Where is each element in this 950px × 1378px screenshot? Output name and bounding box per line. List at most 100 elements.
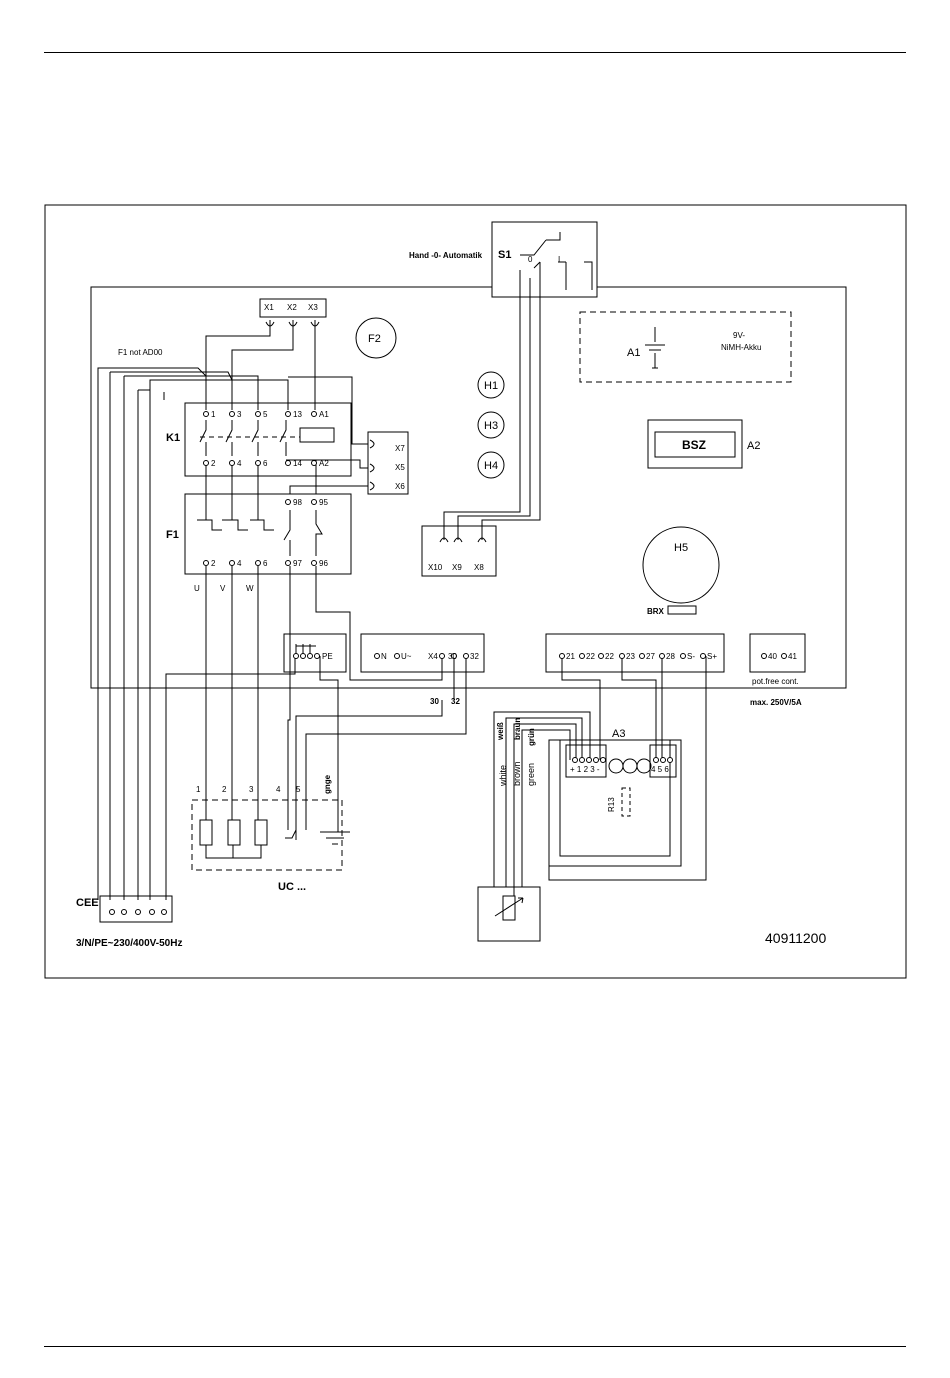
term-40: 40 bbox=[768, 652, 777, 661]
max-rating: max. 250V/5A bbox=[750, 698, 802, 707]
battery-voltage: 9V- bbox=[733, 331, 745, 340]
k1-bot-a2: A2 bbox=[319, 459, 329, 468]
pot-free-block bbox=[749, 633, 806, 673]
cee-label: CEE bbox=[76, 897, 99, 909]
display-label: BSZ bbox=[682, 438, 706, 452]
f1-id: F1 bbox=[166, 529, 179, 541]
f1-bot-96: 96 bbox=[319, 559, 328, 568]
motor-term-4: 4 bbox=[276, 785, 281, 794]
wire-braun: braun bbox=[513, 718, 522, 740]
a3-inner bbox=[559, 739, 671, 857]
mid-terminal-block bbox=[360, 633, 485, 673]
phase-v: V bbox=[220, 584, 226, 593]
term-23: 23 bbox=[626, 652, 635, 661]
wire-white: white bbox=[498, 765, 508, 787]
x-bottom-block bbox=[421, 525, 497, 577]
term-22b: 22 bbox=[605, 652, 614, 661]
horn-h5 bbox=[642, 526, 720, 604]
wire-30: 30 bbox=[430, 697, 439, 706]
doc-number: 40911200 bbox=[765, 930, 826, 946]
wire-weiss: weiß bbox=[496, 722, 505, 741]
motor-term-2: 2 bbox=[222, 785, 227, 794]
a3-left-pins: + 1 2 3 - bbox=[570, 765, 600, 774]
battery-box bbox=[579, 311, 792, 383]
term-s-plus: S+ bbox=[707, 652, 717, 661]
motor-term-1: 1 bbox=[196, 785, 201, 794]
x7-label: X7 bbox=[395, 444, 405, 453]
bsz-display-inner bbox=[654, 431, 736, 458]
x-top-block bbox=[259, 298, 327, 318]
switch-mode-label: Hand -0- Automatik bbox=[409, 251, 483, 260]
a3-right-pins: 4 5 6 bbox=[651, 765, 669, 774]
lamp-h1 bbox=[477, 371, 505, 399]
phase-u: U bbox=[194, 584, 200, 593]
fuse-f2-label: F2 bbox=[368, 333, 381, 345]
phase-w: W bbox=[246, 584, 254, 593]
f1-top-98: 98 bbox=[293, 498, 302, 507]
brx-label: BRX bbox=[647, 607, 665, 616]
x2-label: X2 bbox=[287, 303, 297, 312]
sensor-box bbox=[477, 886, 541, 942]
f1-note: F1 not AD00 bbox=[118, 348, 163, 357]
k1-top-1: 1 bbox=[211, 410, 216, 419]
k1-box bbox=[184, 402, 352, 477]
k1-bot-6: 6 bbox=[263, 459, 268, 468]
lamp-h3 bbox=[477, 411, 505, 439]
k1-bot-2: 2 bbox=[211, 459, 216, 468]
term-s-minus: S- bbox=[687, 652, 695, 661]
k1-bot-14: 14 bbox=[293, 459, 302, 468]
wire-32: 32 bbox=[451, 697, 460, 706]
x1-label: X1 bbox=[264, 303, 274, 312]
term-30: 30 bbox=[448, 652, 457, 661]
k1-bot-4: 4 bbox=[237, 459, 242, 468]
pe-block bbox=[283, 633, 347, 673]
right-terminal-block bbox=[545, 633, 725, 673]
x-side-block bbox=[367, 431, 409, 495]
switch-id: S1 bbox=[498, 249, 511, 261]
diagram-frame bbox=[44, 204, 907, 979]
term-n: N bbox=[381, 652, 387, 661]
k1-coil bbox=[299, 427, 335, 443]
term-22a: 22 bbox=[586, 652, 595, 661]
x3-label: X3 bbox=[308, 303, 318, 312]
lamp-h4 bbox=[477, 451, 505, 479]
x8-label: X8 bbox=[474, 563, 484, 572]
top-rule bbox=[44, 52, 906, 53]
lamp-h3-label: H3 bbox=[484, 420, 498, 432]
motor-gnge: gnge bbox=[323, 774, 332, 794]
switch-box bbox=[491, 221, 598, 298]
f1-bot-97: 97 bbox=[293, 559, 302, 568]
cee-block bbox=[99, 895, 173, 923]
bsz-display-outer bbox=[647, 419, 743, 469]
wire-brown: brown bbox=[512, 761, 522, 786]
wire-green: green bbox=[526, 763, 536, 786]
brx-box bbox=[667, 605, 697, 615]
x5-label: X5 bbox=[395, 463, 405, 472]
k1-top-5: 5 bbox=[263, 410, 268, 419]
x6-label: X6 bbox=[395, 482, 405, 491]
motor-label: UC ... bbox=[278, 881, 306, 893]
motor-term-3: 3 bbox=[249, 785, 254, 794]
term-u: U~ bbox=[401, 652, 412, 661]
battery-type: NiMH-Akku bbox=[721, 343, 761, 352]
switch-pos-0: 0 bbox=[528, 255, 533, 264]
k1-top-a1: A1 bbox=[319, 410, 329, 419]
f1-box bbox=[184, 493, 352, 575]
term-27: 27 bbox=[646, 652, 655, 661]
f1-bot-4: 4 bbox=[237, 559, 242, 568]
bottom-rule bbox=[44, 1346, 906, 1347]
k1-top-3: 3 bbox=[237, 410, 242, 419]
term-32: 32 bbox=[470, 652, 479, 661]
f1-top-95: 95 bbox=[319, 498, 328, 507]
a3-id: A3 bbox=[612, 728, 625, 740]
pe-label: PE bbox=[322, 652, 333, 661]
switch-pos-1: I bbox=[558, 255, 560, 264]
r13-label: R13 bbox=[607, 797, 616, 812]
enclosure-outline bbox=[90, 286, 847, 689]
battery-id: A1 bbox=[627, 347, 640, 359]
k1-top-13: 13 bbox=[293, 410, 302, 419]
term-41: 41 bbox=[788, 652, 797, 661]
pot-free-label: pot.free cont. bbox=[752, 677, 799, 686]
k1-id: K1 bbox=[166, 432, 180, 444]
